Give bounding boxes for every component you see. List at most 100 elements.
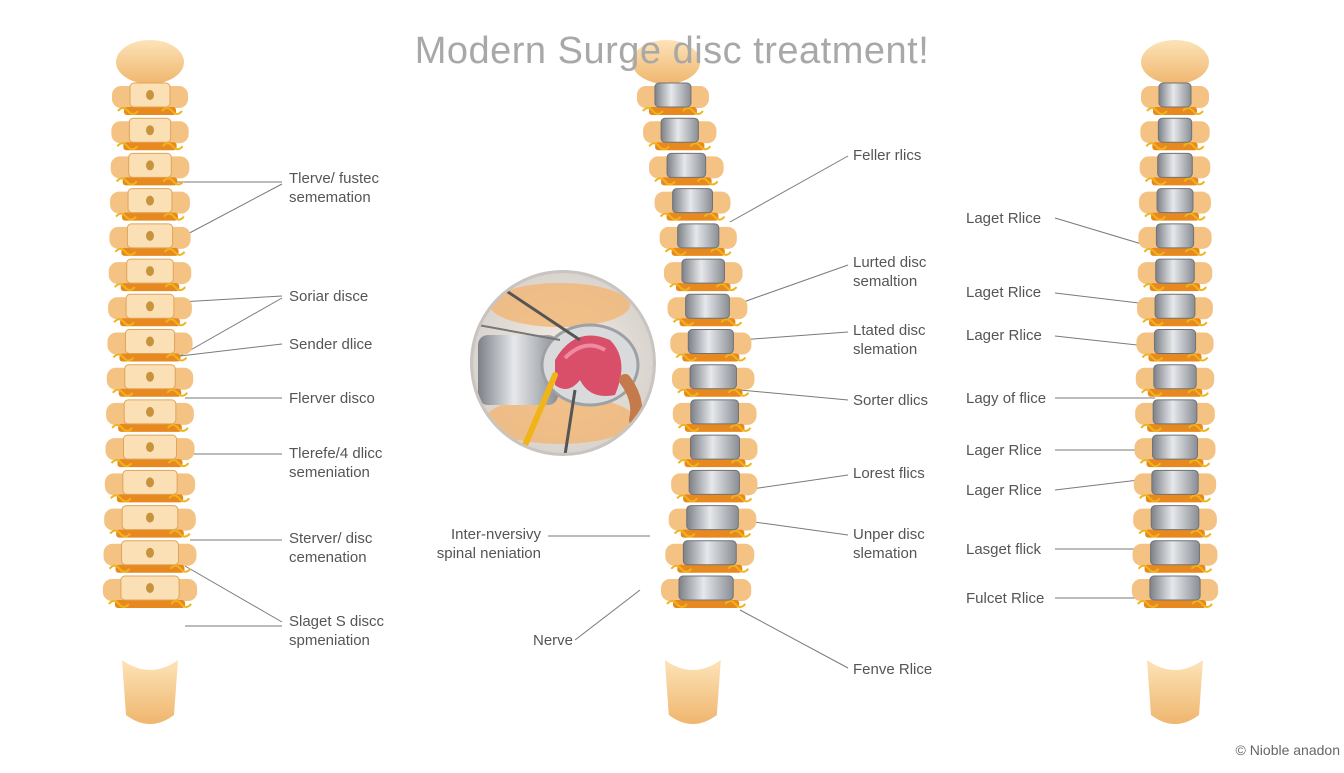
nerve-fiber — [677, 388, 699, 397]
inset-instrument-lower — [563, 389, 577, 453]
vertebra-center-mark — [146, 125, 154, 136]
vertebra-center-mark — [146, 336, 154, 347]
inset-implant-cylinder — [478, 335, 558, 405]
metal-implant — [1150, 505, 1200, 531]
left-label: Soriar disce — [289, 287, 368, 306]
nerve-fiber — [169, 529, 191, 538]
center-label-line: Lorest flics — [853, 465, 925, 482]
right-label-line: Fulcet Rlice — [966, 590, 1045, 607]
inset-label-line: spinal neniation — [436, 545, 541, 562]
vertebra-center-mark — [146, 266, 154, 277]
nerve-fiber — [1144, 212, 1166, 221]
right-spine-column — [1131, 40, 1219, 724]
nerve-fiber — [1139, 494, 1161, 503]
nerve-fiber — [673, 529, 696, 538]
right-label: Laget Rlice — [966, 283, 1041, 302]
nerve-fiber — [648, 142, 670, 151]
intervertebral-disc — [1147, 423, 1203, 432]
metal-implant — [1152, 434, 1198, 460]
nerve-fiber — [664, 247, 687, 256]
nerve-fiber — [710, 247, 732, 256]
metal-implant — [1152, 399, 1198, 425]
nerve-fiber — [1190, 529, 1212, 538]
nerve-fiber — [724, 353, 747, 362]
inset-label-line: Nerve — [532, 632, 573, 649]
intervertebral-disc — [1145, 529, 1205, 538]
leader-line — [739, 389, 849, 401]
left-label: Flerver disco — [289, 389, 375, 408]
vertebra-center-mark — [146, 195, 154, 206]
vertebra-center-mark — [146, 547, 154, 558]
nerve-fiber — [703, 212, 726, 221]
left-label-line: cemenation — [289, 549, 367, 566]
leader-line — [1054, 217, 1156, 249]
intervertebral-disc — [1143, 600, 1207, 608]
nerve-fiber — [727, 564, 750, 573]
leader-line — [184, 565, 283, 623]
metal-implant — [1153, 329, 1197, 354]
nerve-fiber — [167, 459, 190, 468]
leader-line — [739, 331, 849, 341]
nerve-fiber — [112, 353, 135, 362]
spine-base-sacrum — [1147, 660, 1203, 724]
spine-top-cap — [116, 40, 184, 84]
nerve-fiber — [682, 107, 704, 115]
intervertebral-disc — [1144, 564, 1206, 573]
right-label-line: Lagy of flice — [966, 390, 1047, 407]
metal-implant — [1149, 575, 1201, 601]
intervertebral-disc — [114, 600, 186, 608]
nerve-fiber — [165, 353, 188, 362]
metal-implant — [1151, 469, 1199, 495]
nerve-fiber — [1183, 177, 1206, 186]
nerve-fiber — [715, 283, 738, 292]
nerve-fiber — [168, 494, 190, 503]
nerve-fiber — [163, 212, 185, 221]
right-label: Lasget flick — [966, 540, 1041, 559]
inset-tissue-highlight — [563, 343, 607, 360]
inset-instrument-probe — [477, 324, 561, 341]
intervertebral-disc — [120, 283, 180, 292]
metal-implant — [1153, 364, 1197, 390]
metal-implant — [654, 82, 692, 108]
metal-implant — [678, 575, 734, 601]
intervertebral-disc — [680, 529, 745, 538]
metal-implant — [1158, 82, 1192, 108]
leader-line — [574, 589, 641, 641]
metal-implant — [1156, 188, 1194, 214]
metal-implant — [681, 258, 725, 284]
nerve-fiber — [1182, 142, 1205, 151]
nerve-fiber — [167, 423, 189, 432]
nerve-fiber — [108, 564, 131, 573]
metal-implant — [666, 152, 707, 178]
vertebra-center-mark — [146, 583, 154, 593]
inset-vertebra-bottom — [485, 396, 635, 444]
center-label: Fenve Rlice — [853, 660, 932, 679]
vertebra-center-mark — [146, 230, 154, 241]
intervertebral-disc — [121, 247, 179, 256]
center-label: Sorter dlics — [853, 391, 928, 410]
nerve-fiber — [672, 318, 695, 327]
left-label-line: Sterver/ disc — [289, 530, 373, 547]
nerve-fiber — [724, 600, 746, 608]
vertebra-center-mark — [146, 160, 154, 171]
metal-implant — [690, 399, 739, 425]
nerve-fiber — [1146, 107, 1168, 115]
leader-line — [179, 297, 283, 357]
intervertebral-disc — [1146, 459, 1204, 468]
right-label: Lager Rlice — [966, 441, 1042, 460]
nerve-fiber — [676, 494, 698, 503]
nerve-fiber — [164, 283, 187, 292]
left-label-line: Tlerefe/4 dlicc — [289, 445, 383, 462]
nerve-fiber — [169, 564, 192, 573]
nerve-fiber — [166, 388, 188, 397]
metal-implant — [672, 188, 713, 214]
right-label: Lager Rlice — [966, 481, 1042, 500]
nerve-fiber — [659, 212, 682, 221]
vertebra-center-mark — [146, 301, 154, 312]
metal-implant — [1154, 293, 1196, 319]
nerve-fiber — [1191, 600, 1213, 608]
intervertebral-disc — [677, 564, 743, 573]
metal-implant — [677, 223, 720, 249]
